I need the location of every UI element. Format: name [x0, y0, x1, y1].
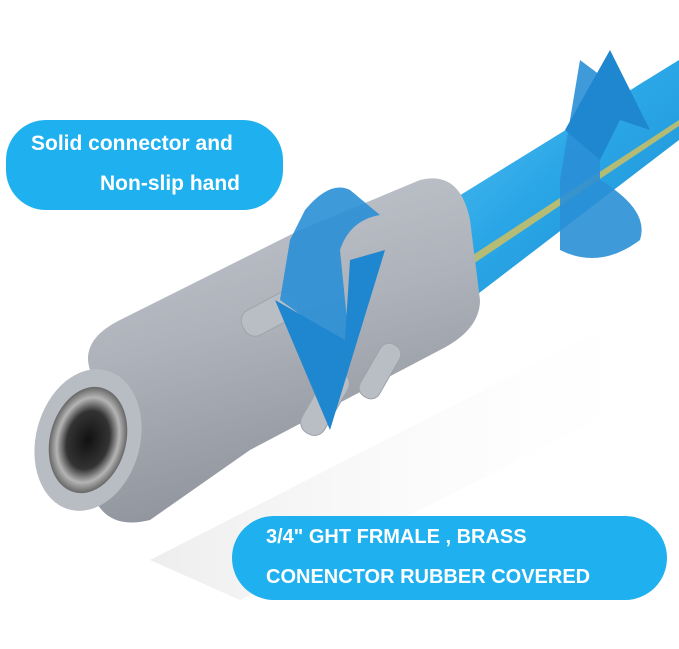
callout-top-line1: Solid connector and [31, 132, 233, 155]
feature-callout-top: Solid connector and Non-slip hand [6, 120, 283, 210]
brass-connector [48, 386, 128, 494]
callout-top-line2: Non-slip hand [100, 172, 240, 195]
callout-bottom-line2: CONENCTOR RUBBER COVERED [266, 566, 591, 588]
rubber-grip [88, 178, 480, 523]
grip-panel [358, 342, 402, 400]
twist-arrow-down-head [275, 250, 385, 430]
feature-callout-bottom: 3/4" GHT FRMALE , BRASS CONENCTOR RUBBER… [232, 516, 667, 600]
twist-arrow-down [280, 187, 380, 350]
twist-arrow-up-head [565, 50, 650, 160]
callout-bottom-line1: 3/4" GHT FRMALE , BRASS [266, 526, 527, 548]
